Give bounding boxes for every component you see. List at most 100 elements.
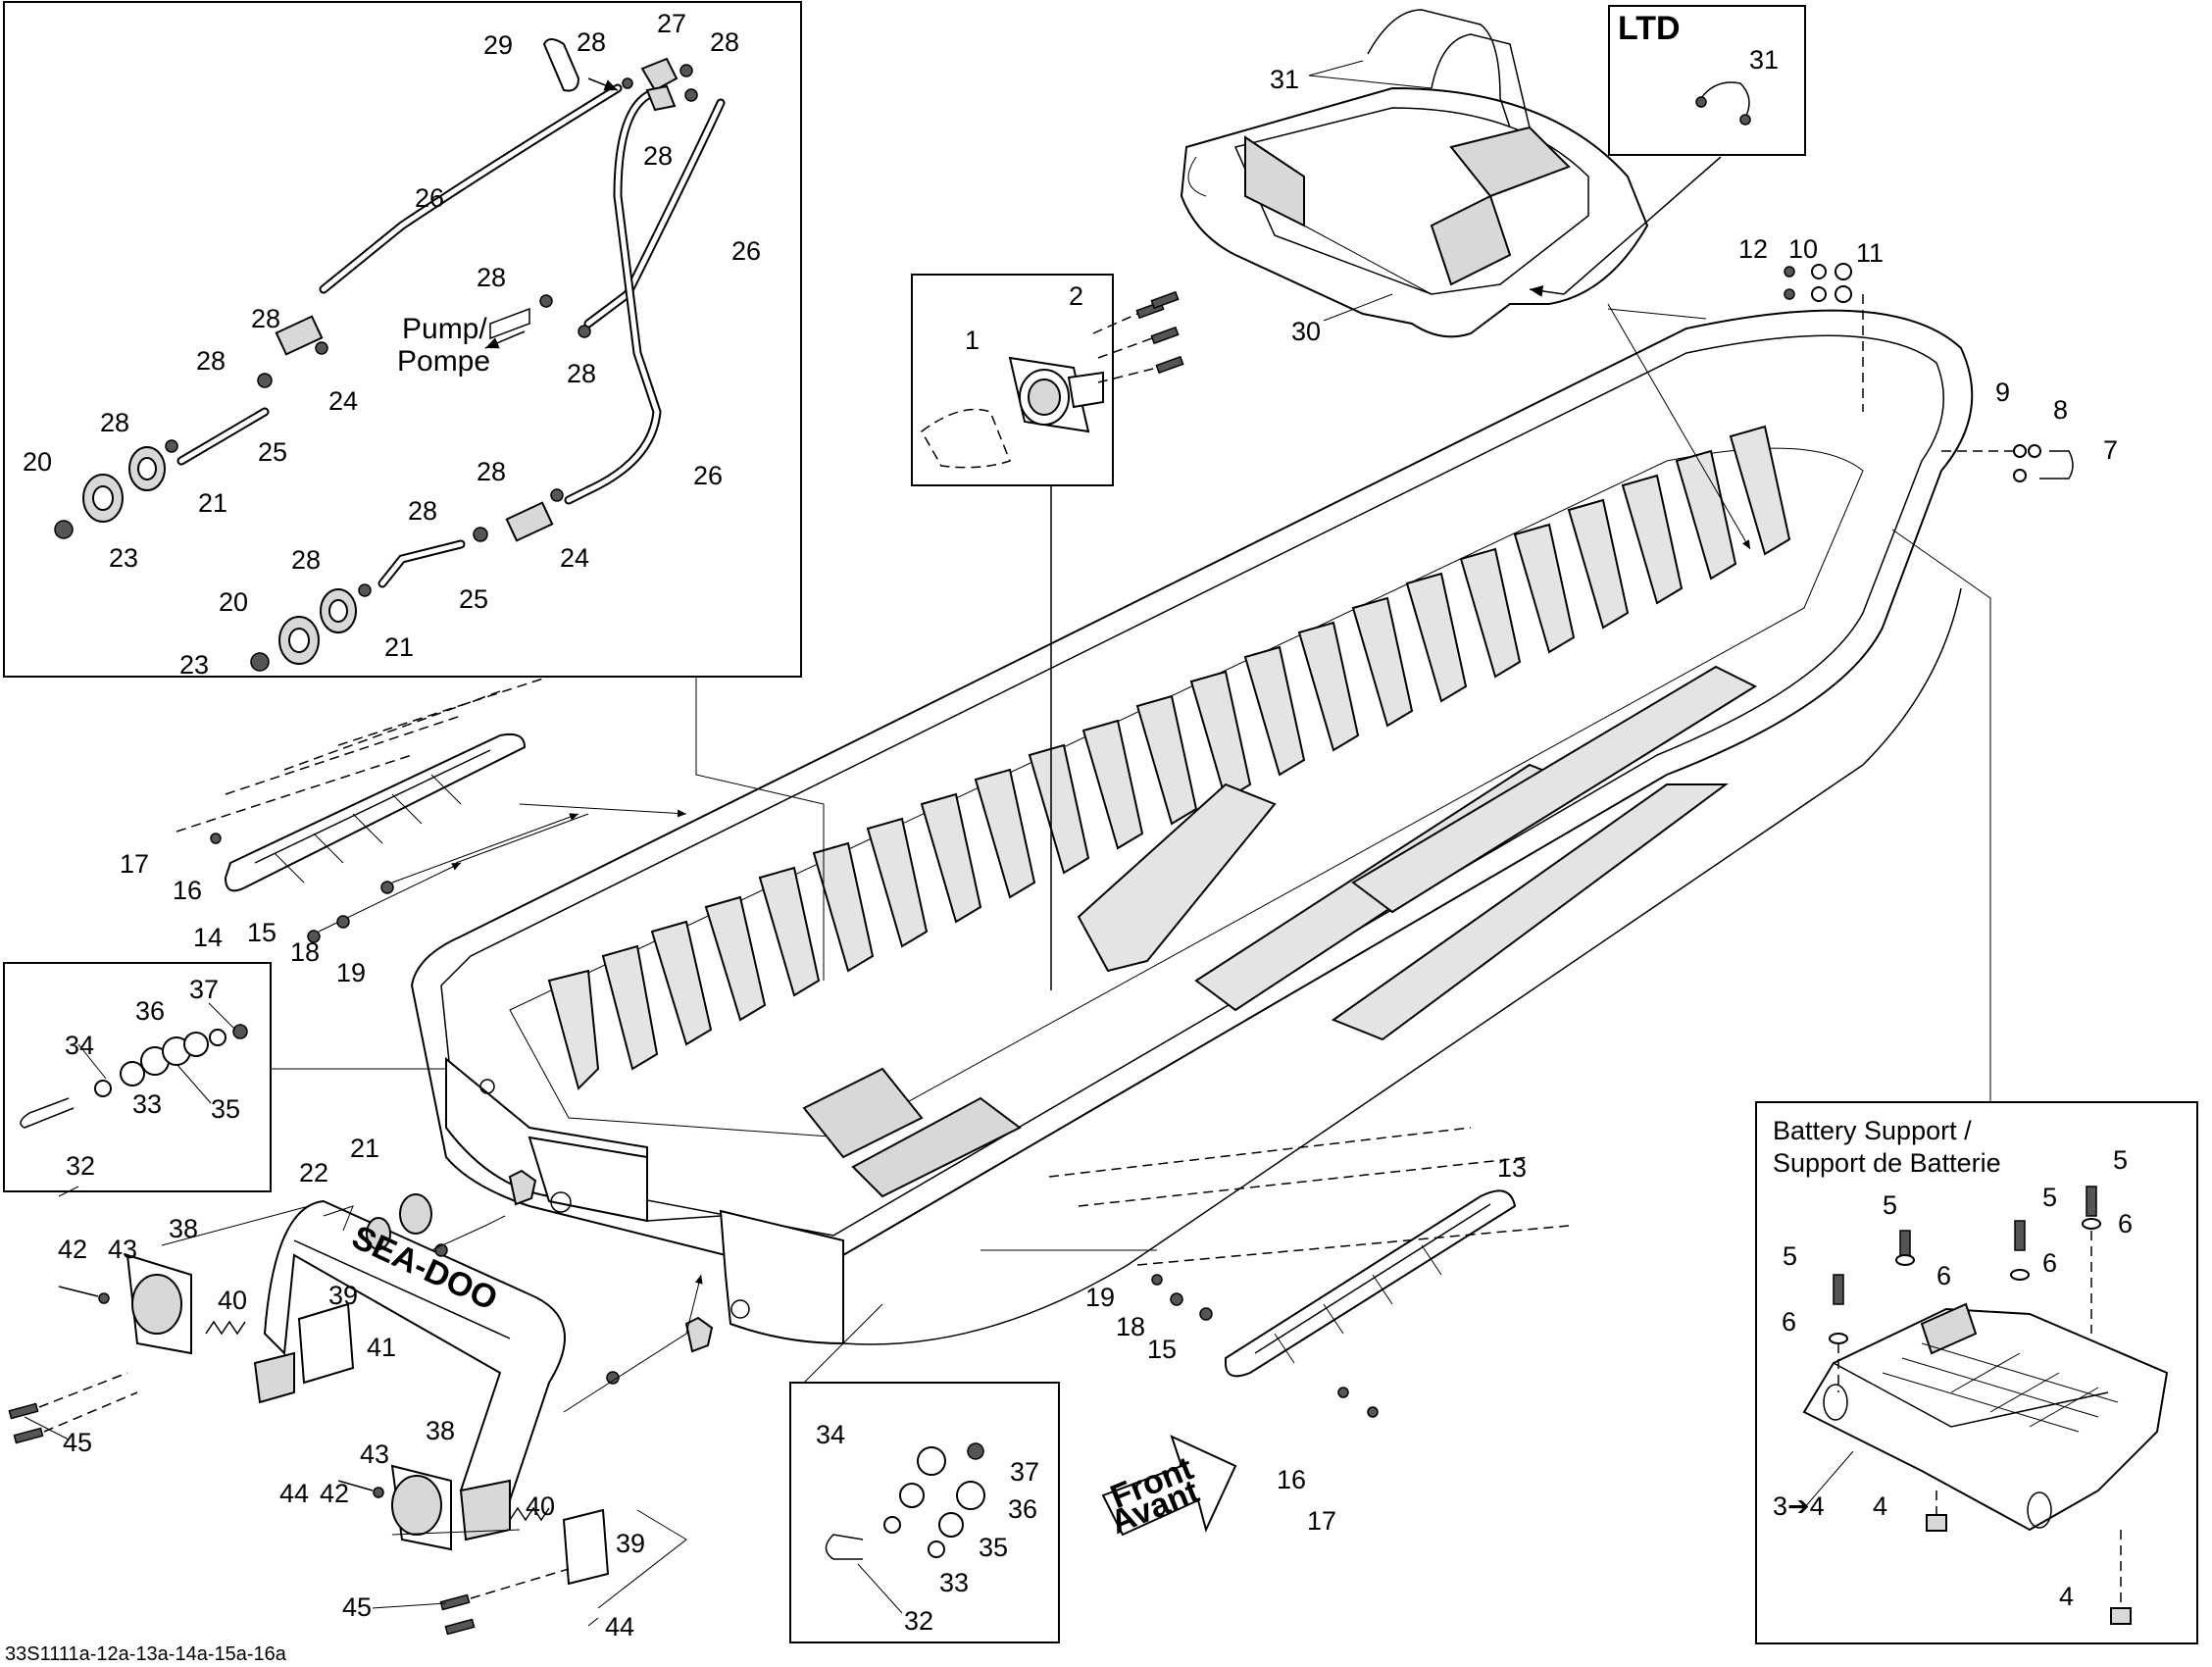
callout: 23 [179,650,209,680]
callout: 7 [2103,435,2118,465]
callout: 28 [408,496,437,526]
callout: 15 [247,918,276,947]
callout: 5 [1783,1241,1797,1271]
callout: 33 [939,1568,969,1597]
callout: 37 [1010,1457,1039,1487]
callout: 45 [342,1592,372,1622]
rub-rail-left [224,732,527,892]
callout: 28 [100,408,129,437]
u-bolt-inset-box-bottom [789,1382,1060,1643]
callout: 24 [328,386,358,416]
tow-post-brackets [8,1205,687,1636]
callout: 18 [290,937,320,967]
battery-support-title: Battery Support / [1773,1116,1972,1145]
callout: 39 [616,1529,645,1558]
callout: 37 [189,975,219,1004]
callout: 40 [218,1286,247,1315]
callout: 21 [384,632,414,662]
callout: 42 [320,1479,349,1508]
callout: 1 [965,326,980,355]
callout: 19 [1085,1283,1115,1312]
callout: 25 [258,437,287,467]
left-rail-fasteners [176,676,687,943]
callout: 22 [299,1158,328,1187]
callout: 42 [58,1235,87,1264]
callout: 28 [477,263,506,292]
callout: 30 [1291,317,1321,346]
rub-rail-right [1225,1189,1517,1378]
callout: 26 [693,461,723,490]
callout: 36 [1008,1494,1037,1524]
callout: 24 [560,543,589,573]
callout: 5 [2113,1145,2128,1175]
callout: 44 [279,1479,309,1508]
callout: 6 [1782,1307,1796,1337]
callout: 28 [567,359,596,388]
hose-inset-box [3,1,802,678]
seat-wire-harness [1367,9,1751,128]
u-bolt-inset-box-left [3,962,272,1192]
callout: 43 [108,1235,137,1264]
hull-ribs [547,425,1791,1090]
u-bolt-bottom [825,1442,985,1560]
callout: 27 [657,9,686,38]
callout: 16 [173,876,202,905]
diagram-code: 33S1111a-12a-13a-14a-15a-16a [5,1643,287,1665]
callout: 9 [1995,378,2010,407]
callout: 35 [979,1533,1008,1562]
callout: 28 [710,27,739,57]
callout: 6 [2118,1209,2133,1238]
flange-assembly [921,290,1184,990]
callout: 21 [350,1134,379,1163]
callout: 38 [169,1214,198,1243]
callout: 21 [198,488,227,518]
hull-stringers [802,665,1758,1198]
seat [1180,86,1649,338]
pump-label: Pump/ [402,313,487,345]
flange-inset-box [911,274,1114,486]
callout: 19 [336,958,366,987]
callout: 10 [1788,234,1818,264]
u-bolt-left [20,1024,248,1129]
callout: 25 [459,584,488,614]
callout: 28 [291,545,321,575]
callout: 17 [1307,1506,1336,1536]
callout: 39 [328,1281,358,1310]
callout: 15 [1147,1335,1177,1364]
front-arrow: Front Avant [1101,1435,1237,1541]
callout: 33 [132,1089,162,1119]
callout: 40 [526,1491,555,1521]
callout: 32 [904,1606,933,1636]
callout: 45 [63,1428,92,1457]
callout: 4 [2059,1582,2074,1611]
callout: 6 [1936,1261,1951,1290]
stern-fittings [270,1068,883,1413]
callout: 31 [1749,45,1779,75]
callout: 13 [1497,1153,1527,1183]
callout: 34 [816,1420,845,1449]
rear-fasteners [1784,263,2074,482]
callout: 5 [2042,1183,2057,1212]
callout: 38 [426,1416,455,1445]
callout: 28 [643,141,673,171]
callouts: 1 2 3➔4 4 4 5 5 5 5 6 6 6 6 7 8 9 10 11 … [23,9,2133,1642]
hose-assembly [54,38,825,981]
callout: 20 [23,447,52,477]
callout: 41 [367,1333,396,1362]
callout: 29 [483,30,513,60]
pompe-label: Pompe [397,345,490,378]
callout: 20 [219,587,248,617]
battery-support [1802,1186,2169,1625]
callout: 18 [1116,1312,1145,1341]
callout: 8 [2053,395,2068,425]
callout: 28 [477,457,506,486]
callout: 44 [605,1612,634,1642]
battery-support-box [1755,1101,2198,1644]
ltd-inset-box [1608,5,1806,156]
callout: 43 [360,1440,389,1469]
callout: 28 [196,346,226,376]
boarding-handle [253,1199,566,1541]
callout: 28 [251,304,280,333]
callout: 35 [211,1094,240,1124]
callout: 6 [2042,1248,2057,1278]
